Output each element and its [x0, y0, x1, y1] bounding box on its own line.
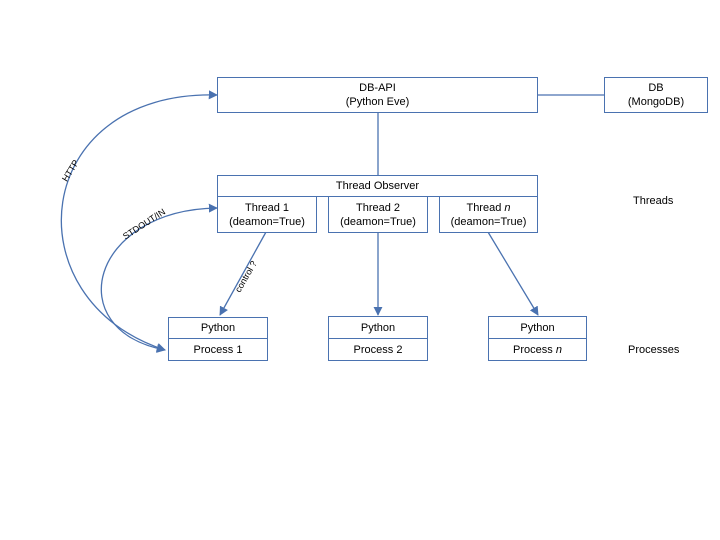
thread-2-box: Thread 2 (deamon=True)	[328, 196, 428, 233]
thread-1-detail: (deamon=True)	[229, 215, 305, 228]
process-1-runtime: Python	[168, 317, 268, 339]
thread-observer-box: Thread Observer	[217, 175, 538, 197]
db-api-title: DB-API	[359, 82, 396, 94]
db-box: DB (MongoDB)	[604, 77, 708, 113]
thread-1-box: Thread 1 (deamon=True)	[217, 196, 317, 233]
process-2-name: Process 2	[328, 338, 428, 361]
process-1-name: Process 1	[168, 338, 268, 361]
process-2-runtime: Python	[328, 316, 428, 339]
thread-2-name: Thread 2	[355, 201, 401, 214]
thread-2-detail: (deamon=True)	[340, 215, 416, 228]
thread-n-name: Thread n	[466, 201, 511, 214]
threads-label: Threads	[633, 195, 674, 207]
db-title: DB	[648, 82, 664, 94]
control-arrow	[219, 231, 267, 316]
threadn-to-processn-arrow	[487, 231, 539, 316]
process-n-runtime: Python	[488, 316, 587, 339]
process-n-name: Process n	[488, 338, 587, 361]
db-subtitle: (MongoDB)	[627, 96, 685, 108]
processes-label: Processes	[628, 344, 680, 356]
thread-1-name: Thread 1	[244, 201, 290, 214]
stdout-arrow	[100, 203, 218, 353]
thread-n-detail: (deamon=True)	[450, 215, 527, 228]
thread-observer-title: Thread Observer	[335, 180, 420, 192]
db-api-box: DB-API (Python Eve)	[217, 77, 538, 113]
http-arrow	[60, 90, 218, 352]
thread-n-box: Thread n (deamon=True)	[439, 196, 538, 233]
db-api-subtitle: (Python Eve)	[345, 96, 410, 108]
